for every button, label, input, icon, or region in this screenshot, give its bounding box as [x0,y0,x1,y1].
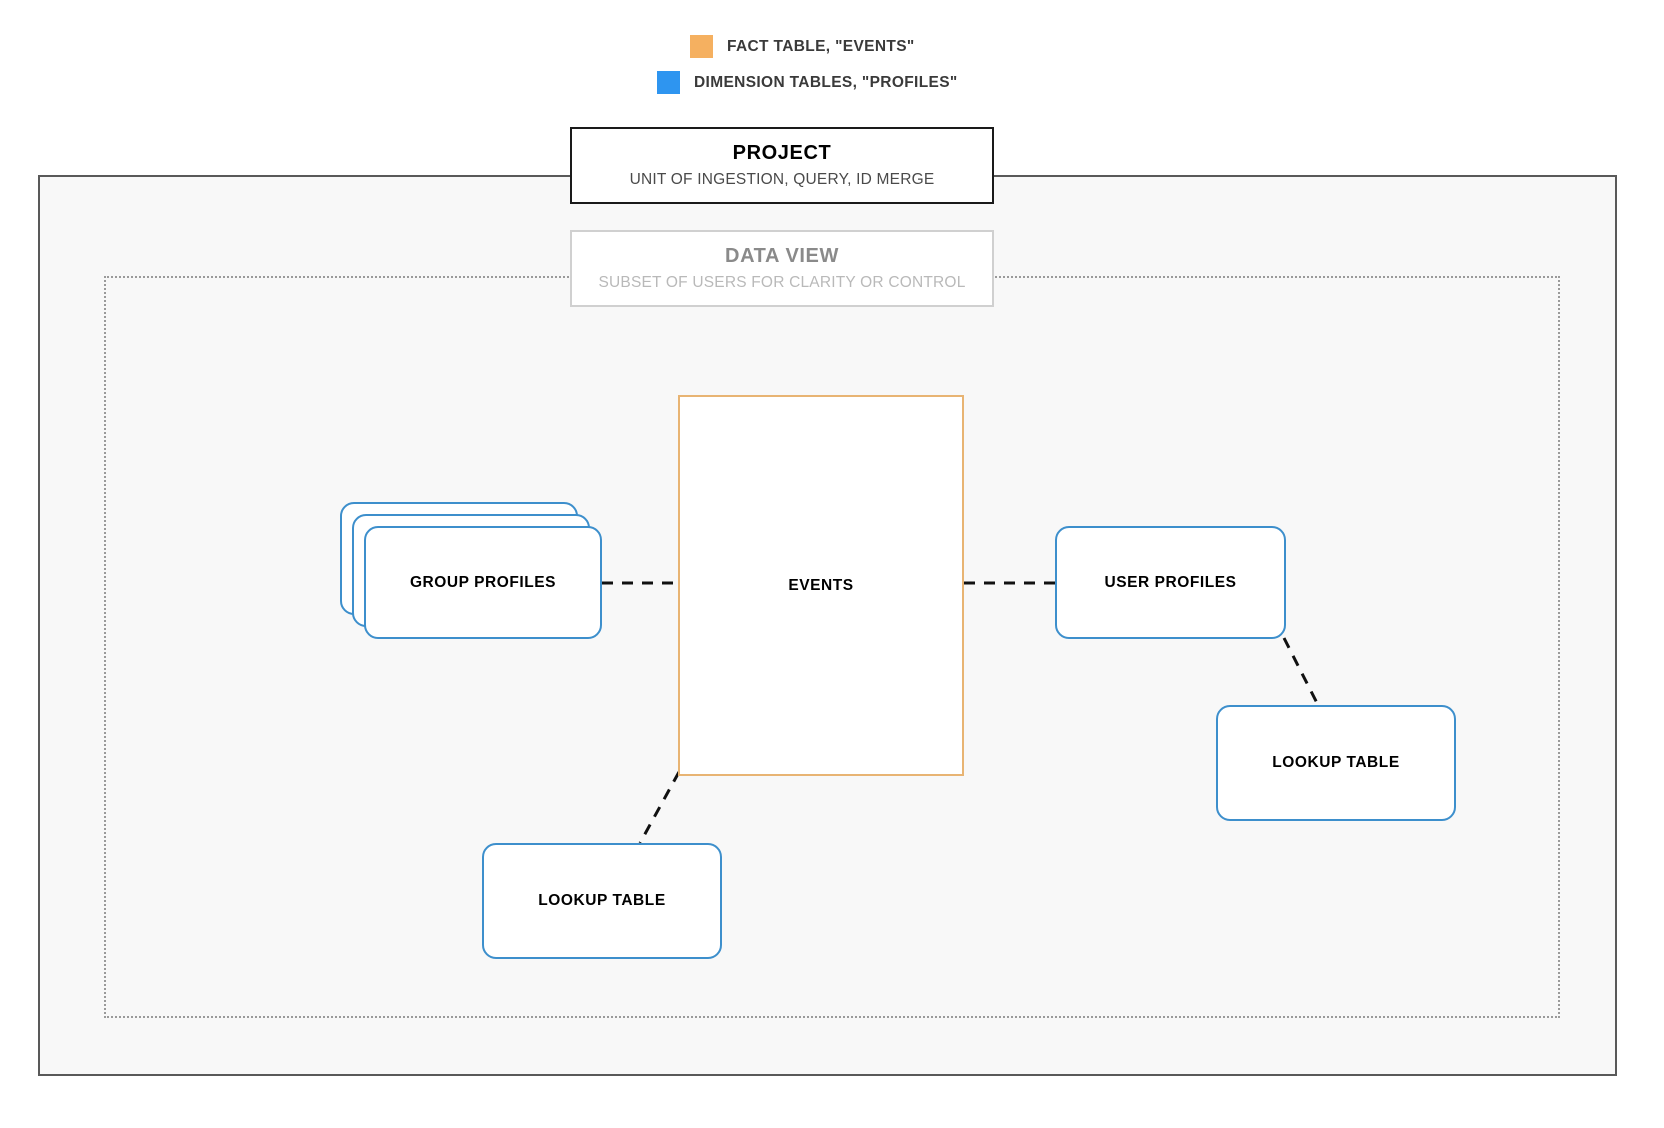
node-lookup-table-right[interactable]: LOOKUP TABLE [1216,705,1456,821]
project-subtitle: UNIT OF INGESTION, QUERY, ID MERGE [629,171,935,188]
node-label-lookup-table-left: LOOKUP TABLE [538,892,666,909]
node-label-user-profiles: USER PROFILES [1104,573,1237,591]
project-header-box: PROJECT UNIT OF INGESTION, QUERY, ID MER… [570,127,994,204]
orange-square-swatch [690,35,713,58]
node-events[interactable]: EVENTS [678,395,964,776]
legend-label-fact-table: FACT TABLE, "EVENTS" [727,37,915,55]
blue-square-swatch [657,71,680,94]
node-lookup-table-left[interactable]: LOOKUP TABLE [482,843,722,959]
legend-item-dimension-tables: DIMENSION TABLES, "PROFILES" [657,71,958,94]
node-label-lookup-table-right: LOOKUP TABLE [1272,754,1400,771]
group-profiles-card-front[interactable]: GROUP PROFILES [364,526,602,639]
node-label-events: EVENTS [788,576,854,594]
legend-label-dimension-tables: DIMENSION TABLES, "PROFILES" [694,73,958,91]
node-group-profiles[interactable]: GROUP PROFILES [340,502,602,650]
node-label-group-profiles: GROUP PROFILES [409,573,557,591]
data-view-subtitle: SUBSET OF USERS FOR CLARITY OR CONTROL [598,274,966,291]
node-user-profiles[interactable]: USER PROFILES [1055,526,1286,639]
data-view-title: DATA VIEW [725,245,839,267]
legend-item-fact-table: FACT TABLE, "EVENTS" [690,35,915,58]
project-title: PROJECT [732,142,832,164]
data-view-header-box: DATA VIEW SUBSET OF USERS FOR CLARITY OR… [570,230,994,307]
